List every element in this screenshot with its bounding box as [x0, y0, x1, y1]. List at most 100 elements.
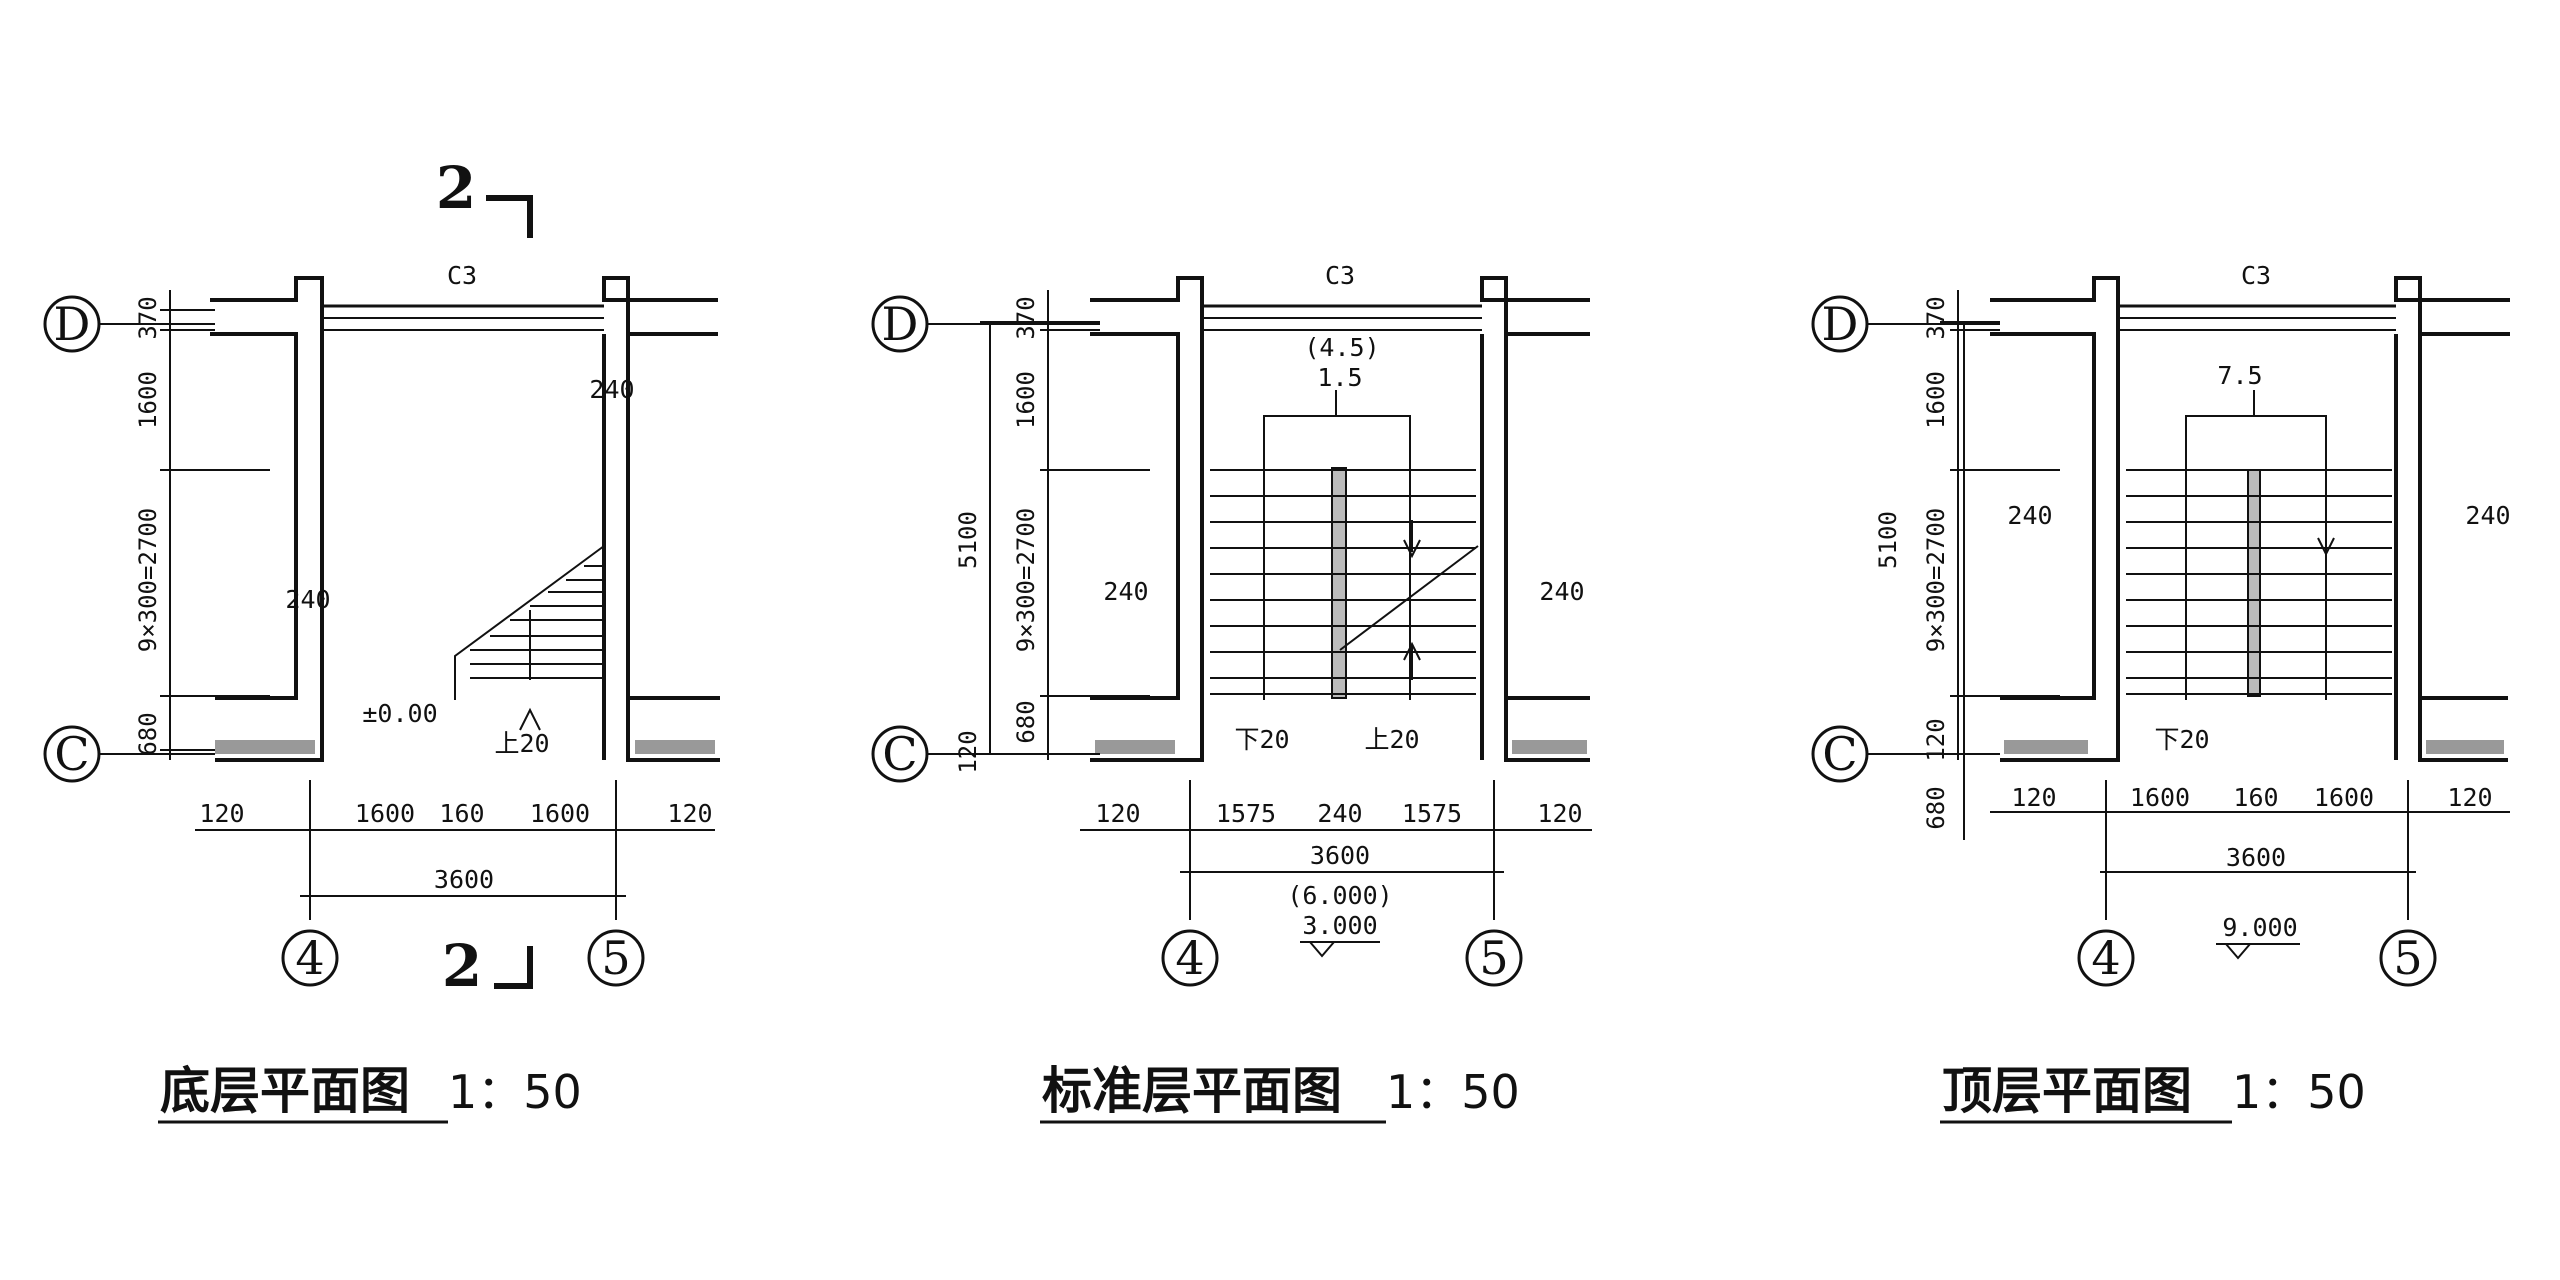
- section-mark-bottom: 2: [442, 932, 533, 1000]
- dim-total-width: 3600: [1310, 841, 1370, 870]
- landing-elevation: 1.5: [1317, 363, 1362, 392]
- axis-bubble-C: C: [871, 725, 1100, 783]
- dim-1600: 1600: [134, 371, 162, 429]
- bottom-dimension-chain: [195, 829, 715, 897]
- axis-bubble-5: 5: [587, 780, 645, 987]
- dim-steps: 9×300=2700: [1012, 508, 1040, 653]
- stair-up-note: 上20: [494, 729, 549, 758]
- svg-text:C: C: [882, 727, 917, 781]
- dim-h-2: 240: [1317, 799, 1362, 828]
- window-label: C3: [1325, 261, 1355, 290]
- plan-scale: 1：50: [1386, 1065, 1520, 1119]
- dim-370: 370: [1922, 296, 1950, 339]
- stair-flight: [1210, 390, 1479, 700]
- landing-elevation-upper: (4.5): [1304, 333, 1379, 362]
- dim-total-width: 3600: [2226, 843, 2286, 872]
- svg-text:C: C: [54, 727, 89, 781]
- left-dimension-chain: [980, 290, 1150, 760]
- axis-bubble-C: C: [1811, 725, 2000, 783]
- wall-hatch: [2426, 740, 2504, 754]
- stair-down-note: 下20: [1234, 725, 1289, 754]
- bottom-dimension-chain: [1080, 829, 1592, 873]
- plan-top: 5100 370 1600 9×300=2700 120 680 D C 4 5: [1811, 261, 2511, 1124]
- elevation-mark: 3.000: [1302, 911, 1377, 940]
- dim-h-3: 1600: [530, 799, 590, 828]
- plan-ground: 370 1600 9×300=2700 680 D C 4 5: [43, 154, 720, 1124]
- bottom-dimension-chain: [1990, 811, 2510, 873]
- svg-text:5: 5: [2393, 931, 2422, 985]
- left-dimension-chain: [1940, 290, 2060, 840]
- dim-680: 680: [1012, 700, 1040, 743]
- dim-680: 680: [134, 712, 162, 755]
- dim-h-1: 1600: [355, 799, 415, 828]
- landing-elevation: 7.5: [2217, 361, 2262, 390]
- walls: [1990, 276, 2510, 762]
- dim-total-height: 5100: [1874, 511, 1902, 569]
- dim-1600: 1600: [1922, 371, 1950, 429]
- axis-bubble-D: D: [1811, 295, 2000, 353]
- wall-label: 240: [285, 585, 330, 614]
- wall-hatch: [1512, 740, 1587, 754]
- dim-h-4: 120: [1537, 799, 1582, 828]
- svg-text:D: D: [54, 297, 91, 351]
- wall-hatch: [1095, 740, 1175, 754]
- dim-total-width: 3600: [434, 865, 494, 894]
- axis-bubble-C: C: [43, 725, 215, 783]
- dim-steps: 9×300=2700: [1922, 508, 1950, 653]
- dim-1600: 1600: [1012, 371, 1040, 429]
- svg-text:4: 4: [2091, 931, 2120, 985]
- window-label: C3: [2241, 261, 2271, 290]
- plan-title: 顶层平面图: [1942, 1062, 2192, 1120]
- svg-text:D: D: [1822, 297, 1859, 351]
- dim-h-4: 120: [2447, 783, 2492, 812]
- elevation-mark: ±0.00: [362, 699, 437, 728]
- wall-label: 240: [1103, 577, 1148, 606]
- stair-down-note: 下20: [2154, 725, 2209, 754]
- dim-h-4: 120: [667, 799, 712, 828]
- dim-steps: 9×300=2700: [134, 508, 162, 653]
- plan-scale: 1：50: [2232, 1065, 2366, 1119]
- plan-title: 标准层平面图: [1042, 1062, 1342, 1120]
- stair-flight: [2126, 390, 2392, 700]
- dim-h-0: 120: [2011, 783, 2056, 812]
- svg-text:4: 4: [1175, 931, 1204, 985]
- elevation-upper: (6.000): [1287, 881, 1392, 910]
- axis-bubble-D: D: [43, 295, 215, 353]
- window-label: C3: [447, 261, 477, 290]
- wall-hatch: [635, 740, 715, 754]
- walls: [1090, 276, 1590, 762]
- axis-bubble-4: 4: [2077, 780, 2135, 987]
- svg-text:2: 2: [442, 932, 482, 1000]
- plan-standard: 5100 370 1600 9×300=2700 680 120 D C 4 5: [871, 261, 1592, 1124]
- elevation-mark: 9.000: [2222, 913, 2297, 942]
- stair-flight: [454, 545, 605, 731]
- elevation-triangle: [2216, 943, 2300, 960]
- axis-bubble-4: 4: [1161, 780, 1219, 987]
- dim-h-0: 120: [1095, 799, 1140, 828]
- svg-text:C: C: [1822, 727, 1857, 781]
- axis-bubble-5: 5: [1465, 780, 1523, 987]
- axis-bubble-D: D: [871, 295, 1100, 353]
- axis-bubble-5: 5: [2379, 780, 2437, 987]
- dim-total-height: 5100: [954, 511, 982, 569]
- elevation-triangle: [1300, 941, 1380, 958]
- svg-text:D: D: [882, 297, 919, 351]
- dim-h-1: 1575: [1216, 799, 1276, 828]
- wall-hatch: [215, 740, 315, 754]
- wall-label: 240: [589, 375, 634, 404]
- wall-hatch: [2004, 740, 2088, 754]
- dim-370: 370: [1012, 296, 1040, 339]
- walls: [210, 276, 720, 762]
- dim-370: 370: [134, 296, 162, 339]
- wall-label: 240: [2465, 501, 2510, 530]
- svg-text:4: 4: [295, 931, 324, 985]
- dim-120: 120: [954, 730, 982, 773]
- svg-text:5: 5: [601, 931, 630, 985]
- svg-text:5: 5: [1479, 931, 1508, 985]
- dim-h-2: 160: [439, 799, 484, 828]
- dim-h-3: 1575: [1402, 799, 1462, 828]
- dim-h-0: 120: [199, 799, 244, 828]
- section-mark-top: 2: [436, 154, 533, 238]
- svg-text:2: 2: [436, 154, 476, 222]
